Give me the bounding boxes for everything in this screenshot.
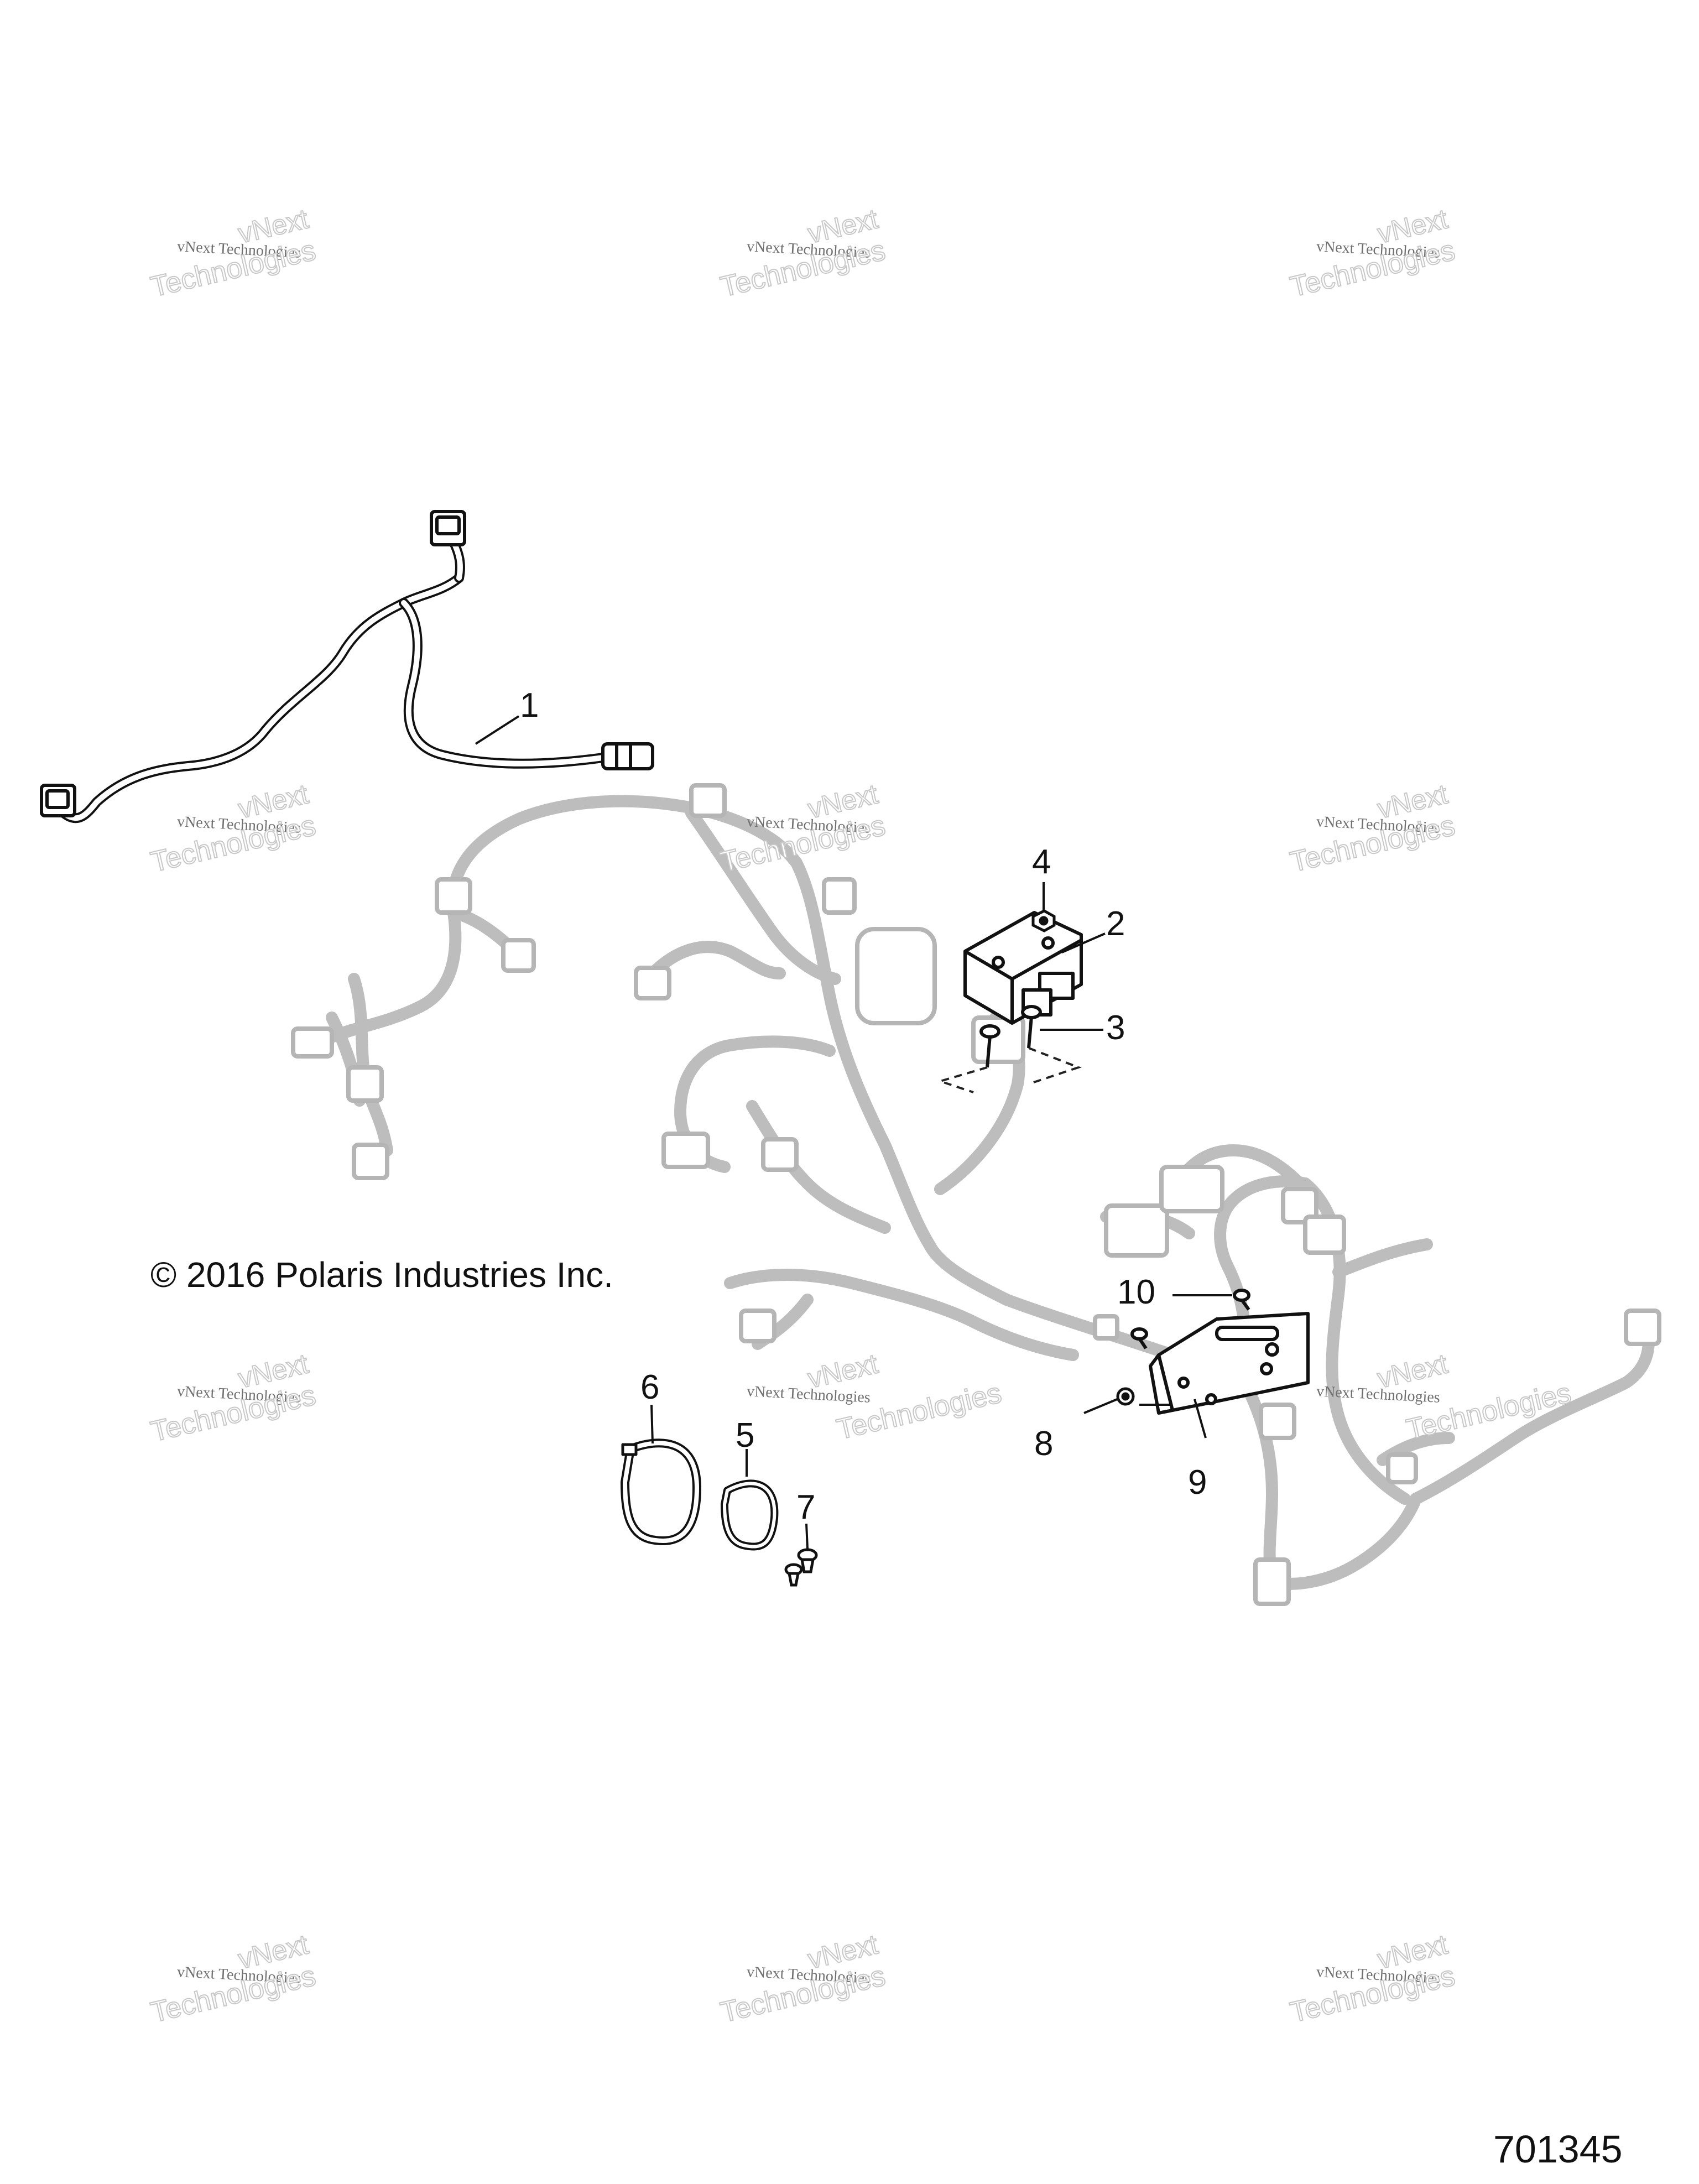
screws-part-10 <box>1130 1289 1250 1349</box>
callout-1: 1 <box>520 686 539 724</box>
leader-dashes <box>936 1047 1082 1093</box>
nut-part-8 <box>1116 1387 1135 1406</box>
leader-lines <box>475 715 1232 1549</box>
callout-6: 6 <box>640 1368 660 1406</box>
callout-8: 8 <box>1034 1425 1054 1463</box>
copyright-notice: © 2016 Polaris Industries Inc. <box>150 1255 613 1295</box>
sub-harness-part-1 <box>59 537 608 823</box>
screws-part-3 <box>979 1005 1042 1068</box>
sub-harness-connectors <box>40 510 654 817</box>
control-module-part-2 <box>963 911 1083 1025</box>
main-wiring-harness <box>304 795 1655 1590</box>
callout-4: 4 <box>1032 843 1051 881</box>
strap-part-6 <box>621 1438 701 1546</box>
harness-connectors <box>291 783 1661 1606</box>
callout-9: 9 <box>1188 1463 1207 1502</box>
figure-number: 701345 <box>1493 2128 1623 2171</box>
strap-part-5 <box>721 1479 779 1551</box>
callout-5: 5 <box>736 1416 755 1455</box>
callout-3: 3 <box>1106 1009 1125 1047</box>
callout-2: 2 <box>1106 905 1125 943</box>
callout-10: 10 <box>1117 1273 1155 1311</box>
rivets-part-7 <box>784 1548 818 1587</box>
bracket-part-9 <box>1149 1312 1310 1415</box>
callout-7: 7 <box>796 1488 816 1526</box>
nut-part-4 <box>1031 909 1056 932</box>
